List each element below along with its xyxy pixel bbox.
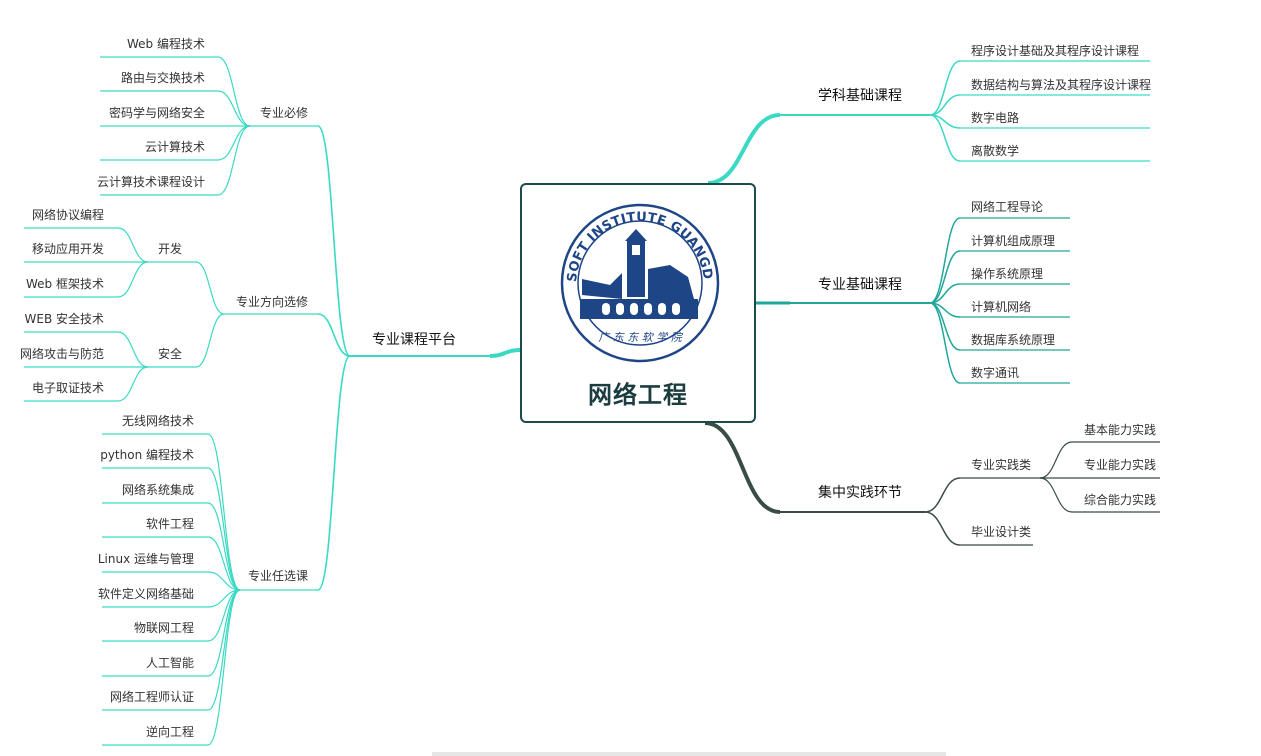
connector-line [207, 467, 241, 591]
node-elective-item[interactable]: python 编程技术 [100, 448, 194, 462]
node-required-item[interactable]: 云计算技术 [144, 140, 205, 154]
node-direction-dev[interactable]: 开发 [158, 242, 183, 256]
node-major-basic-item[interactable]: 数据库系统原理 [971, 333, 1056, 347]
connector-line [217, 125, 251, 161]
node-practice-item[interactable]: 基本能力实践 [1084, 423, 1157, 437]
connector-line [929, 283, 961, 304]
root-title: 网络工程 [588, 381, 688, 409]
node-major-basic-item[interactable]: 数字通讯 [971, 366, 1020, 380]
node-elective-item[interactable]: 软件定义网络基础 [97, 587, 194, 601]
node-elective-item[interactable]: 网络系统集成 [121, 483, 194, 497]
connector-line [217, 56, 251, 127]
node-direction-sec[interactable]: 安全 [158, 347, 183, 361]
connector-line [929, 250, 961, 304]
node-elective-item[interactable]: Linux 运维与管理 [97, 552, 194, 566]
node-platform[interactable]: 专业课程平台 [372, 332, 456, 348]
node-major-basic-item[interactable]: 计算机网络 [971, 300, 1032, 314]
svg-text:广 东 东 软 学 院: 广 东 东 软 学 院 [598, 331, 683, 344]
connector-line [924, 511, 961, 546]
connector-line [117, 331, 149, 368]
university-logo: NEUSOFT INSTITUTE GUANGDONG 广 东 东 软 学 院 [560, 203, 720, 363]
node-elective[interactable]: 专业任选课 [248, 569, 309, 583]
node-sec-item[interactable]: WEB 安全技术 [24, 312, 105, 326]
connector-line [704, 421, 781, 514]
node-required-item[interactable]: 路由与交换技术 [120, 71, 205, 85]
connector-line [207, 589, 241, 711]
node-sec-item[interactable]: 网络攻击与防范 [19, 347, 104, 361]
node-major-basic-item[interactable]: 网络工程导论 [971, 200, 1044, 214]
connector-line [489, 348, 521, 358]
node-dev-item[interactable]: Web 框架技术 [26, 277, 104, 291]
node-major-basic-item[interactable]: 操作系统原理 [971, 267, 1044, 281]
horizontal-scrollbar[interactable] [432, 752, 946, 756]
node-elective-item[interactable]: 网络工程师认证 [109, 690, 194, 704]
node-major-basic-item[interactable]: 计算机组成原理 [971, 234, 1056, 248]
connector-line [1039, 477, 1073, 513]
connector-line [217, 90, 251, 127]
connector-line [217, 125, 251, 196]
connector-line [207, 433, 241, 591]
connector-line [207, 589, 241, 642]
node-subject-basic[interactable]: 学科基础课程 [818, 88, 902, 104]
node-graduation[interactable]: 毕业设计类 [971, 525, 1032, 539]
connector-line [1039, 441, 1073, 479]
node-dev-item[interactable]: 网络协议编程 [31, 208, 104, 222]
node-required[interactable]: 专业必修 [260, 106, 309, 120]
node-practice-type[interactable]: 专业实践类 [971, 458, 1032, 472]
node-practice[interactable]: 集中实践环节 [818, 485, 902, 501]
connector-line [207, 502, 241, 591]
connector-line [207, 589, 241, 746]
connector-line [317, 355, 351, 591]
node-subject-basic-item[interactable]: 数字电路 [971, 111, 1020, 125]
connector-line [707, 113, 781, 185]
connector-line [924, 477, 961, 513]
connector-line [317, 125, 351, 357]
node-subject-basic-item[interactable]: 程序设计基础及其程序设计课程 [971, 44, 1140, 58]
connector-line [117, 261, 149, 298]
node-elective-item[interactable]: 物联网工程 [133, 621, 194, 635]
node-elective-item[interactable]: 无线网络技术 [121, 414, 194, 428]
connector-line [117, 366, 149, 402]
node-elective-item[interactable]: 软件工程 [145, 517, 194, 531]
connector-line [317, 313, 351, 357]
node-practice-item[interactable]: 专业能力实践 [1084, 458, 1157, 472]
connector-line [929, 217, 961, 304]
connector-line [929, 60, 961, 116]
node-major-basic[interactable]: 专业基础课程 [818, 277, 902, 293]
node-subject-basic-item[interactable]: 离散数学 [971, 144, 1020, 158]
node-required-item[interactable]: Web 编程技术 [127, 37, 205, 51]
connector-line [195, 313, 225, 368]
connector-line [117, 227, 149, 263]
node-required-item[interactable]: 密码学与网络安全 [108, 106, 205, 120]
node-elective-item[interactable]: 逆向工程 [145, 725, 194, 739]
connector-line [195, 261, 225, 315]
node-required-item[interactable]: 云计算技术课程设计 [96, 175, 205, 189]
root-node[interactable]: NEUSOFT INSTITUTE GUANGDONG 广 东 东 软 学 院 … [520, 183, 756, 423]
connector-line [929, 114, 961, 162]
connector-line [207, 571, 241, 591]
node-elective-item[interactable]: 人工智能 [145, 656, 194, 670]
connector-line [929, 302, 961, 384]
node-direction[interactable]: 专业方向选修 [236, 295, 309, 309]
connector-line [207, 536, 241, 591]
node-practice-item[interactable]: 综合能力实践 [1084, 493, 1157, 507]
node-dev-item[interactable]: 移动应用开发 [31, 242, 104, 256]
node-subject-basic-item[interactable]: 数据结构与算法及其程序设计课程 [971, 78, 1152, 92]
node-sec-item[interactable]: 电子取证技术 [31, 381, 104, 395]
connector-line [929, 94, 961, 116]
